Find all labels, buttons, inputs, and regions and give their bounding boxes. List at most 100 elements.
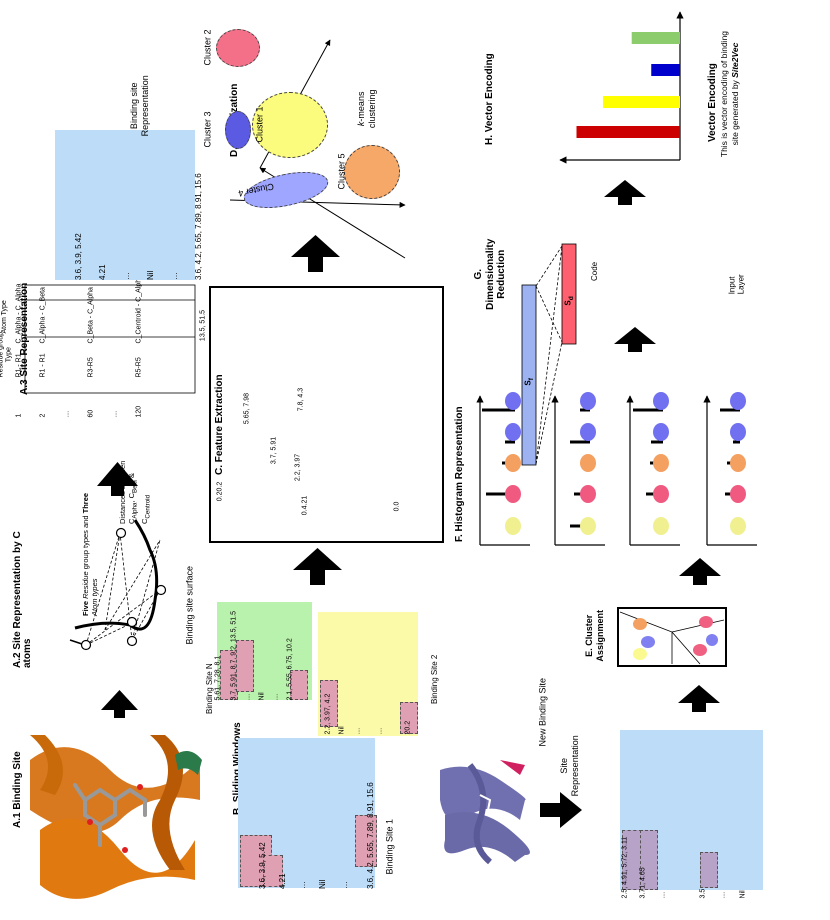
histogram-dot [580,485,596,503]
a2-dist-ccentroid: C [139,518,149,524]
new-window-c [700,852,718,888]
histogram-dot [653,392,669,410]
feature-extraction-box [209,286,444,543]
histogram-bars [482,408,740,528]
new-site-row: … [659,891,667,899]
vector-bar-2 [602,96,680,108]
a1-title: A.1 Binding Site [12,751,23,828]
h-title: H. Vector Encoding [484,53,495,145]
histogram-dot [653,454,669,472]
a2-title: A.2 Site Representation by C atoms [12,531,33,668]
siteN-row: 5.61, 7.28, 8.1 [214,655,222,701]
siteN-caption: Binding Site N [205,663,214,714]
cluster-label: Cluster 3 [202,111,213,148]
flow-arrows [97,180,721,828]
feature-point: 0.4.21 [301,495,309,516]
sf-text: S [523,380,533,386]
a3-cell: … [63,410,71,418]
feature-point: 7.8, 4.3 [297,387,305,412]
site1-window-b [355,815,377,867]
a3-cell: C_Beta - C_Alpha [87,287,95,344]
binding-site-image [22,730,202,899]
sd-sub: d [567,296,575,301]
a3-cell: C_Centroid - C_Alpha [135,275,143,344]
histogram-dot [580,517,596,535]
a2-dist-calpha: C [127,518,137,524]
histograms [476,395,757,546]
input-layer-label: Input Layer [727,274,746,295]
histogram-dots [505,392,746,535]
histogram-dot [580,423,596,441]
a2-caption: Binding site surface [184,565,195,645]
new-site-row: 3.5 [699,888,707,899]
feature-point: 2.2, 3.97 [294,453,302,482]
a2-note-atoms: Atom types [90,578,99,616]
site2-window-b [400,702,418,734]
f-title: F. Histogram Representation [454,406,465,542]
histogram-dot [580,454,596,472]
site2-row: Nil [338,726,346,735]
a2-note-three: Three [81,492,90,514]
h-caption-line1: This is vector encoding of binding [718,30,729,158]
vector-bar-4 [631,32,680,44]
histogram-dot [730,454,746,472]
site2-row: … [354,727,362,735]
site1-row: 3.6, 3.9, 5.42 [258,842,267,889]
feature-point: 3.7, 5.91 [270,436,278,465]
sf-label: Sf [523,366,535,386]
site1-row: 4.21 [278,873,287,889]
histogram-dot [653,423,669,441]
a2-dist-cbeta: C [127,492,137,499]
h-caption: This is vector encoding of binding site … [719,29,741,159]
siteN-row: … [272,693,280,701]
cluster-1-blob [252,92,328,158]
cluster-label: Cluster 2 [202,29,213,66]
code-label: Code [590,261,599,281]
new-site-row: 2.5, 4.91, 5.72, 3.11 [621,836,629,899]
a3-header: Atom Type [1,300,9,334]
feature-point: 0.20.2 [216,481,224,502]
site2-row: 20.2 [404,720,412,735]
feature-point: 5.65, 7.98 [243,392,251,425]
site1-window-c [263,855,283,887]
sd-label: Sd [563,286,575,306]
h-caption-line2: site generated by [730,77,740,146]
a3-value: 3.6, 3.9, 5.42 [74,233,83,280]
a3-cell: C_Alpha - C_Beta [39,287,47,344]
a2-note-mid: group types and [81,515,90,570]
site1-row: … [340,881,349,889]
h-caption-site2vec: Site2Vec [730,42,740,78]
a3-cell: … [111,410,119,418]
a3-cell: C_Alpha - C_Alpha [15,283,23,344]
cluster-assignment-box [617,607,727,667]
site2-window-a [320,680,338,727]
site1-row: … [298,881,307,889]
siteN-row: Nil [258,692,266,701]
sd-text: S [563,300,573,306]
histogram-dot [505,485,521,503]
a3-table-frame [24,284,196,394]
a3-caption: Binding site Representation [129,75,150,137]
site1-row: Nil [318,879,327,889]
kmeans-label: k-means clustering [356,74,378,144]
a2-dist-calpha-sub: Alpha [131,502,139,519]
siteN-window-c [290,670,308,700]
a3-value: 3.6, 4.2, 5.65, 7.89, 8.91, 15.6 [194,173,203,280]
a3-values-panel [55,130,195,280]
a3-value: 4.21 [98,264,107,280]
new-site-row: 3.71, 4.65 [639,867,647,899]
histogram-dot [505,454,521,472]
site1-caption: Binding Site 1 [384,818,395,875]
histogram-dot [730,485,746,503]
siteN-row: 3.7, 5.91, 8.7, 9.2, 13.5, 51.5 [230,610,238,701]
ligand-sticks [73,783,147,847]
vector-bar-3 [651,64,680,76]
site2-caption: Binding Site 2 [430,654,439,704]
h-caption-title: Vector Encoding [707,63,718,142]
siteN-window-b [236,640,254,692]
a2-note-residue: Residue [81,571,90,599]
a3-value: … [122,272,131,280]
vector-bar-1 [576,126,680,138]
